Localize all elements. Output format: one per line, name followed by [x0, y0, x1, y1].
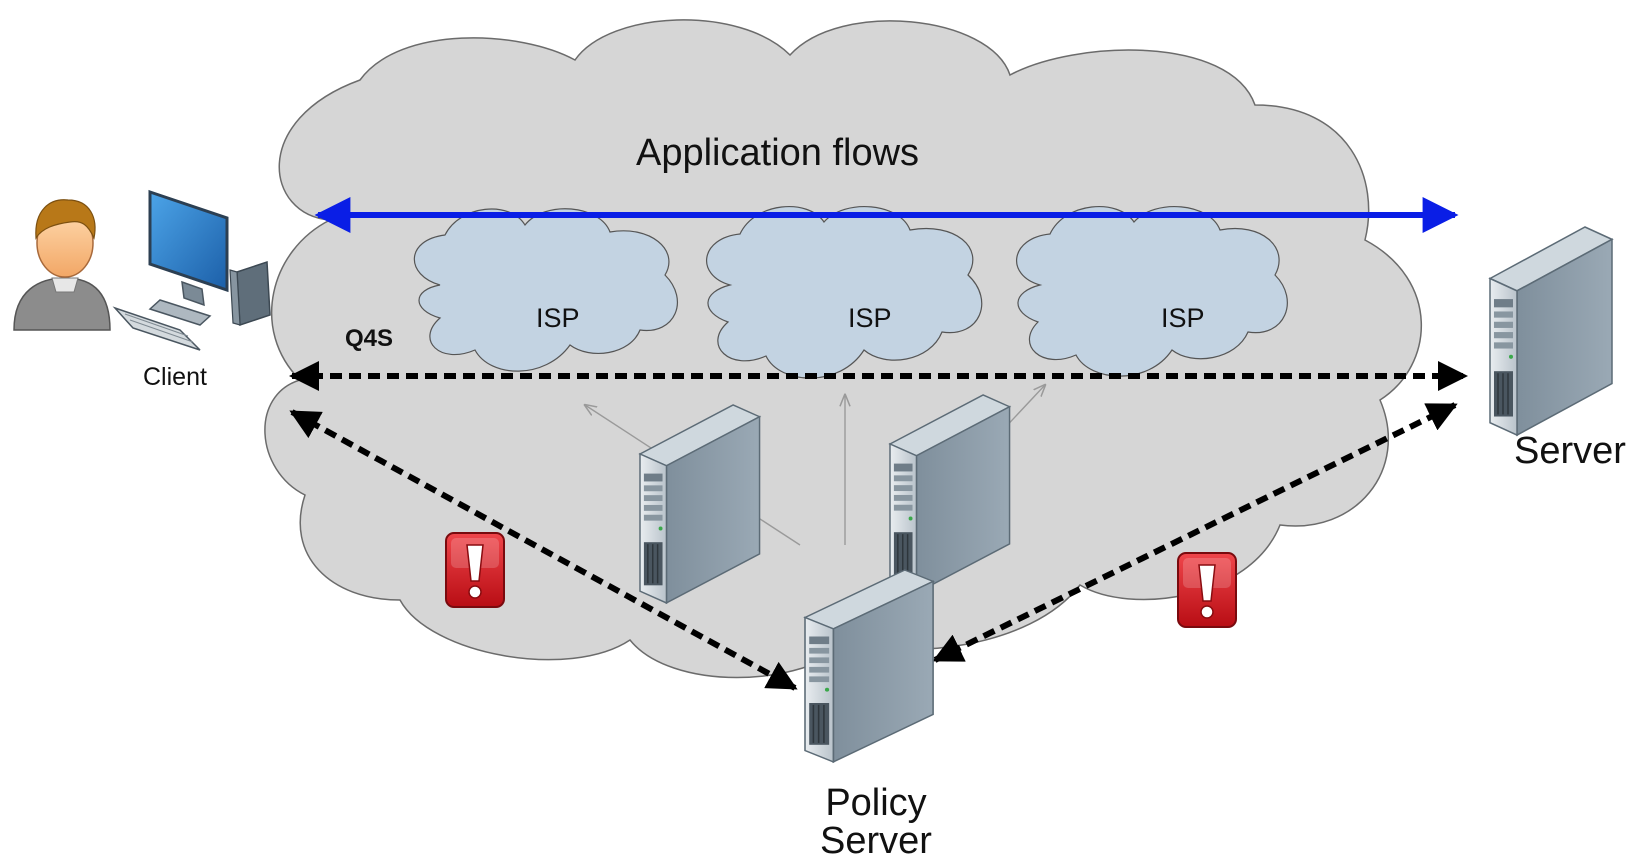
policy-server-label-line1: Policy — [825, 782, 926, 824]
q4s-client-policy-arrow — [289, 409, 798, 691]
q4s-label: Q4S — [345, 325, 393, 352]
policy-server-label-line2: Server — [820, 820, 932, 857]
computer-icon — [112, 189, 271, 351]
alert-icon-left — [445, 532, 505, 608]
isp-label-3: ISP — [1161, 303, 1205, 333]
application-flows-label: Application flows — [636, 132, 919, 174]
q4s-server-policy-arrow — [932, 402, 1458, 663]
server-icon — [1489, 226, 1613, 436]
isp-label-2: ISP — [848, 303, 892, 333]
user-icon — [13, 199, 111, 331]
isp-label-1: ISP — [536, 303, 580, 333]
alert-icon-right — [1177, 552, 1237, 628]
client-label: Client — [143, 363, 207, 391]
server-label: Server — [1514, 430, 1626, 472]
